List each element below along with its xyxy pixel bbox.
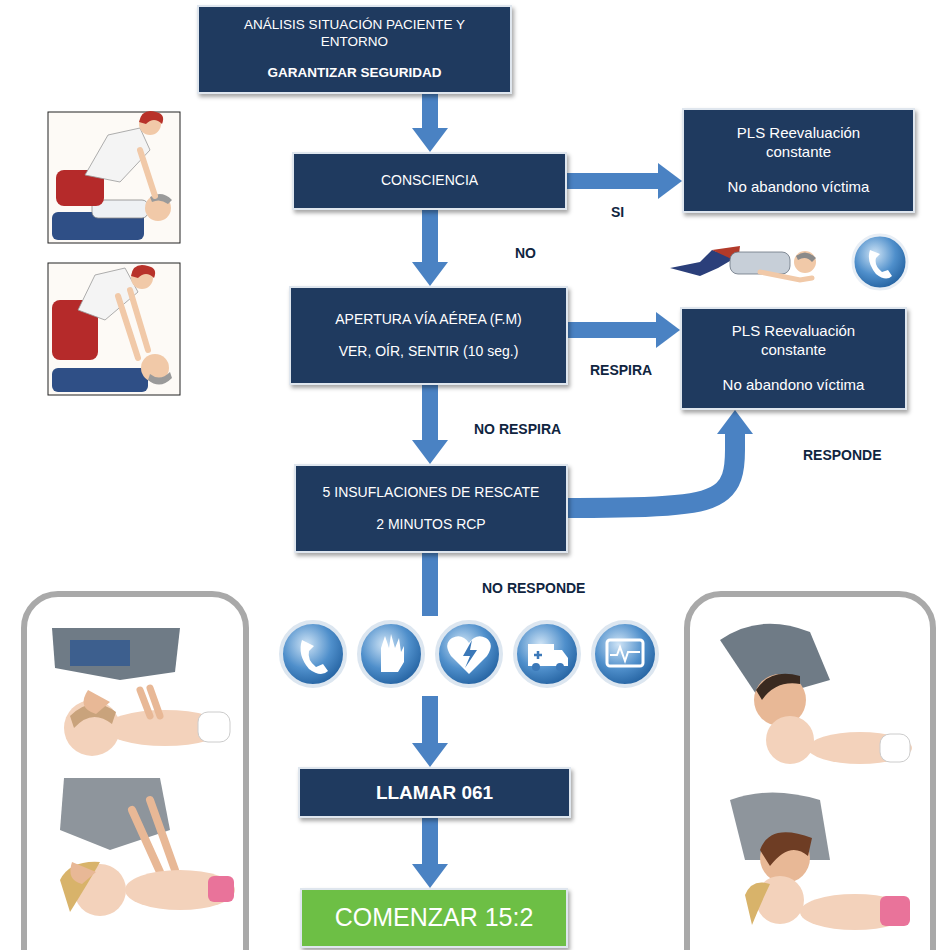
heart-glyph <box>447 636 491 674</box>
node-text: No abandono víctima <box>723 376 865 395</box>
phone-icon <box>281 622 345 686</box>
node-text: APERTURA VÍA AÉREA (F.M) <box>335 311 521 329</box>
rescuer-figure <box>48 263 180 395</box>
recovery-position-figure <box>670 246 816 280</box>
icon-circle <box>281 622 345 686</box>
flow-arrow <box>422 210 438 262</box>
node-text: LLAMAR 061 <box>376 781 493 805</box>
icon-row-ground <box>272 616 670 696</box>
infant-compression-photo <box>52 628 230 756</box>
rescuer-hair <box>131 265 155 278</box>
edge-label: RESPONDE <box>801 447 884 463</box>
hair <box>796 252 816 262</box>
node-text: COMENZAR 15:2 <box>335 902 534 933</box>
infant-diaper <box>198 712 230 742</box>
child-breath-photo <box>730 793 910 931</box>
flow-arrow <box>422 94 438 128</box>
edge-label: RESPIRA <box>588 362 654 378</box>
adult-fingers <box>140 688 160 716</box>
child-shorts <box>208 876 234 902</box>
node-text: ANÁLISIS SITUACIÓN PACIENTE Y ENTORNO <box>209 17 500 51</box>
rescuer-arm <box>118 290 148 358</box>
edge-label: NO RESPONDE <box>480 580 587 596</box>
infant-head <box>766 716 814 764</box>
adult-hair <box>760 832 812 866</box>
adult-jeans <box>70 640 130 666</box>
call-box: LLAMAR 061 <box>298 767 571 818</box>
bolt-glyph <box>463 640 477 668</box>
flow-arrow <box>568 434 735 508</box>
node-text: GARANTIZAR SEGURIDAD <box>268 65 442 82</box>
action-box: PLS Reevaluación constante No abandono ví… <box>680 307 907 410</box>
arm <box>760 272 812 280</box>
child-hair <box>60 862 100 912</box>
adult-hand <box>84 690 111 714</box>
adult-torso <box>52 628 180 680</box>
patient-hair <box>148 372 172 385</box>
wheel <box>556 663 564 671</box>
start-box: ANÁLISIS SITUACIÓN PACIENTE Y ENTORNO GAR… <box>197 5 512 94</box>
phone-glyph <box>301 640 328 674</box>
icon-circle <box>359 622 423 686</box>
patient-body <box>52 368 148 392</box>
edge-label: NO <box>513 245 538 261</box>
node-text: PLS Reevaluación constante <box>719 322 869 360</box>
adult-hair <box>756 674 800 700</box>
final-box: COMENZAR 15:2 <box>300 888 568 948</box>
flow-arrow <box>567 173 658 189</box>
icon-circle <box>593 622 657 686</box>
ambulance-glyph <box>528 644 568 666</box>
monitor-glyph <box>607 640 643 666</box>
wheel <box>532 663 540 671</box>
patient-head <box>145 195 171 221</box>
infant-body <box>808 732 912 764</box>
ambulance-icon <box>515 622 579 686</box>
cross-glyph <box>534 651 542 659</box>
node-text: CONSCIENCIA <box>381 172 478 190</box>
head <box>794 251 816 273</box>
node-text: No abandono víctima <box>728 178 870 197</box>
rescuer-figure <box>48 111 180 243</box>
node-text: 2 MINUTOS RCP <box>376 516 485 534</box>
decision-box: CONSCIENCIA <box>292 152 567 210</box>
defibrillator-icon <box>437 622 501 686</box>
edge-label: NO RESPIRA <box>472 421 563 437</box>
phone-icon <box>853 235 907 289</box>
flow-arrow <box>422 818 438 864</box>
side-panel <box>687 594 933 950</box>
icon-circle <box>515 622 579 686</box>
rescuer-hair <box>139 111 163 124</box>
phone-glyph <box>869 250 892 279</box>
child-body <box>125 870 235 910</box>
figure-frame <box>48 263 180 395</box>
process-box: 5 INSUFLACIONES DE RESCATE 2 MINUTOS RCP <box>294 464 568 553</box>
child-shorts <box>880 896 910 926</box>
ecg-trace <box>610 647 640 661</box>
adult-arms <box>132 800 175 872</box>
node-text: 5 INSUFLACIONES DE RESCATE <box>323 484 540 502</box>
infant-breath-photo <box>720 624 912 764</box>
process-box: APERTURA VÍA AÉREA (F.M) VER, OÍR, SENTIR… <box>289 286 568 385</box>
action-box: PLS Reevaluación constante No abandono ví… <box>682 108 915 213</box>
icon-circle <box>853 235 907 289</box>
child-body <box>800 894 910 930</box>
figure-frame <box>48 112 180 243</box>
side-panel <box>24 594 246 950</box>
adult-hand <box>70 862 96 884</box>
monitor-icon <box>593 622 657 686</box>
hand-glyph <box>381 634 404 672</box>
edge-label: SI <box>609 204 626 220</box>
infant-diaper <box>880 734 910 762</box>
child-compression-photo <box>60 778 235 916</box>
child-hair <box>745 882 770 925</box>
flow-arrow <box>568 322 656 338</box>
icon-circle <box>437 622 501 686</box>
hands-icon <box>359 622 423 686</box>
flow-arrow <box>422 385 438 440</box>
node-text: PLS Reevaluación constante <box>724 124 874 162</box>
rescuer-arm <box>140 150 155 196</box>
node-text: VER, OÍR, SENTIR (10 seg.) <box>339 343 519 361</box>
